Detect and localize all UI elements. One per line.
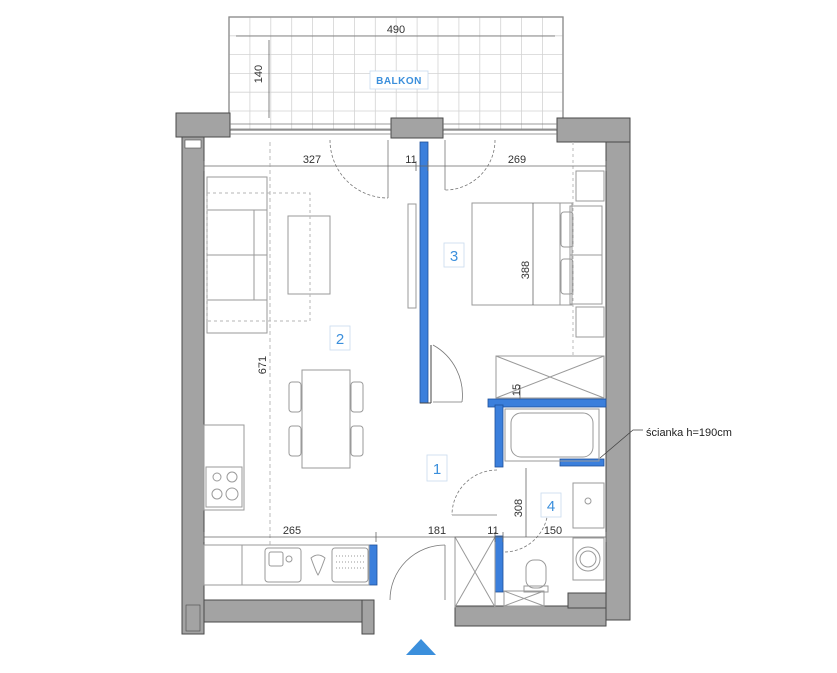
kitchen-furniture xyxy=(203,424,370,586)
dim-bedroom-depth: 388 xyxy=(520,261,532,279)
balcony-label: BALKON xyxy=(376,76,422,87)
top-windows xyxy=(230,123,557,135)
dim-kitchen-width: 265 xyxy=(283,525,301,537)
room-number-3: 3 xyxy=(450,248,458,265)
entrance-arrow-icon xyxy=(406,639,436,655)
balcony-depth-dim: 140 xyxy=(253,65,265,83)
room-labels: 1 2 3 4 xyxy=(329,242,562,518)
note-leader xyxy=(599,429,643,459)
bathroom-furniture xyxy=(454,408,605,608)
room-number-4: 4 xyxy=(547,498,555,515)
living-furniture xyxy=(206,176,417,469)
dim-bedroom-width: 269 xyxy=(508,154,526,166)
dim-bath-depth: 308 xyxy=(513,499,525,517)
balcony: 490 140 BALKON xyxy=(228,16,564,131)
dim-wall-top: 11 xyxy=(405,154,416,166)
balcony-width-dim: 490 xyxy=(387,24,405,36)
outer-walls xyxy=(175,112,631,635)
dim-wall-bottom: 11 xyxy=(487,525,498,537)
balcony-label-box xyxy=(369,70,429,90)
dim-bath-width: 150 xyxy=(544,525,562,537)
room-number-2: 2 xyxy=(336,331,344,348)
new-walls xyxy=(368,141,607,593)
dimension-lines xyxy=(203,142,607,545)
dim-living-width: 327 xyxy=(303,154,321,166)
partition-note: ścianka h=190cm xyxy=(646,427,732,439)
bedroom-furniture xyxy=(471,142,605,399)
dim-living-depth: 671 xyxy=(257,356,269,374)
room-number-1: 1 xyxy=(433,461,441,478)
dim-hall-width: 181 xyxy=(428,525,446,537)
dim-bath-wall: 15 xyxy=(511,384,523,396)
